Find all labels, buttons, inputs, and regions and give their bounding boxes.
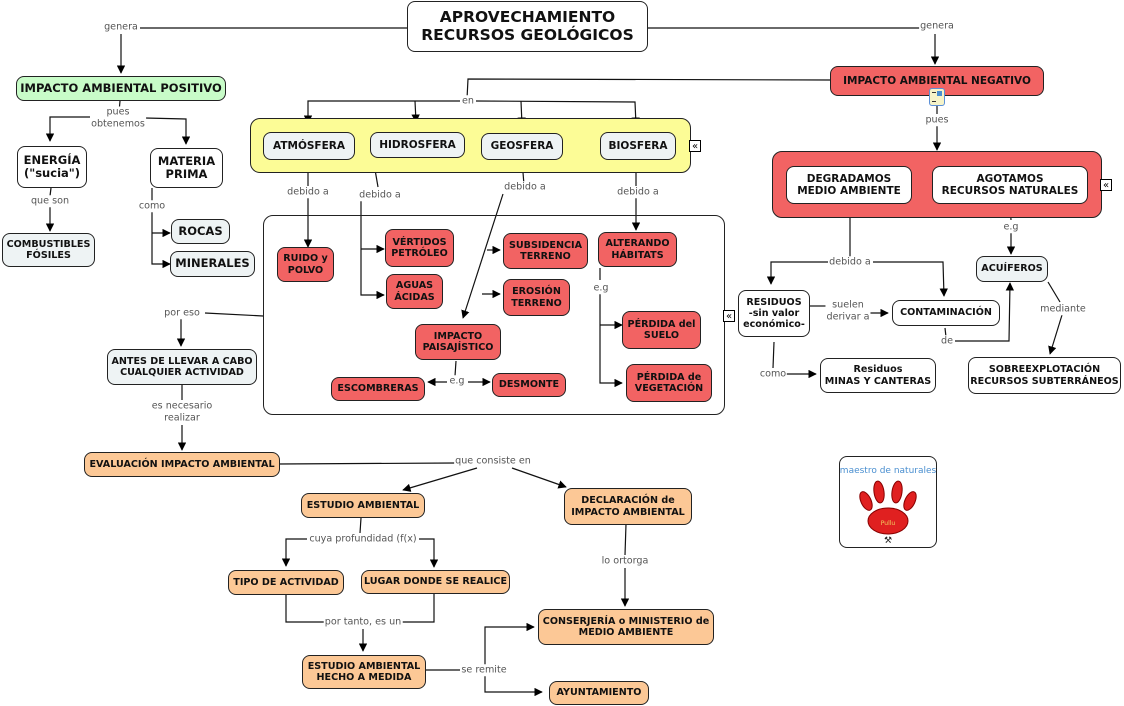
link-que-consiste: que consiste en <box>454 455 532 467</box>
link-en: en <box>461 95 475 107</box>
node-atmosfera[interactable]: ATMÓSFERA <box>263 132 355 160</box>
node-biosfera[interactable]: BIOSFERA <box>600 132 676 160</box>
link-pues-obtenemos: pues obtenemos <box>90 106 146 130</box>
node-minerales[interactable]: MINERALES <box>170 251 255 277</box>
node-vertidos[interactable]: VÉRTIDOS PETRÓLEO <box>385 229 454 267</box>
node-estudio-ambiental[interactable]: ESTUDIO AMBIENTAL <box>301 493 425 518</box>
node-impacto-negativo[interactable]: IMPACTO AMBIENTAL NEGATIVO <box>830 66 1044 96</box>
node-impacto-paisajistico[interactable]: IMPACTO PAISAJÍSTICO <box>415 324 501 360</box>
link-eg-habitats: e.g <box>592 282 610 294</box>
node-evaluacion[interactable]: EVALUACIÓN IMPACTO AMBIENTAL <box>84 452 280 477</box>
node-desmonte[interactable]: DESMONTE <box>492 373 566 397</box>
link-de: de <box>940 335 954 347</box>
link-debido-biosfera: debido a <box>616 186 660 198</box>
node-lugar[interactable]: LUGAR DONDE SE REALICE <box>361 570 510 594</box>
node-alterando-habitats[interactable]: ALTERANDO HÁBITATS <box>598 232 677 267</box>
link-como-materia: como <box>137 200 167 212</box>
node-residuos-minas[interactable]: Residuos MINAS Y CANTERAS <box>820 358 936 393</box>
logo-badge: Pullu <box>881 520 896 527</box>
node-energia[interactable]: ENERGÍA ("sucia") <box>17 146 87 188</box>
node-erosion[interactable]: EROSIÓN TERRENO <box>503 279 570 316</box>
link-que-son: que son <box>29 195 71 207</box>
link-debido-atmosfera: debido a <box>286 186 330 198</box>
link-debido-geosfera: debido a <box>503 181 547 193</box>
node-tipo-actividad[interactable]: TIPO DE ACTIVIDAD <box>228 570 344 595</box>
logo-caption: maestro de naturales <box>840 466 936 476</box>
node-perdida-suelo[interactable]: PÉRDIDA del SUELO <box>622 311 701 349</box>
link-genera-left: genera <box>103 21 139 33</box>
link-como-residuos: como <box>758 368 788 380</box>
node-rocas[interactable]: ROCAS <box>171 219 230 244</box>
link-por-tanto: por tanto, es un <box>323 616 403 628</box>
node-impacto-positivo[interactable]: IMPACTO AMBIENTAL POSITIVO <box>16 76 226 101</box>
node-estudio-medida[interactable]: ESTUDIO AMBIENTAL HECHO A MEDIDA <box>302 655 426 689</box>
node-combustibles[interactable]: COMBUSTIBLES FÓSILES <box>2 233 95 267</box>
maestro-de-naturales-logo: maestro de naturales Pullu ⚒ <box>839 456 937 548</box>
link-se-remite: se remite <box>460 664 508 676</box>
link-eg-agotamos: e.g <box>1002 221 1020 233</box>
node-aguas-acidas[interactable]: AGUAS ÁCIDAS <box>386 274 443 309</box>
node-sobreexplotacion[interactable]: SOBREEXPLOTACIÓN RECURSOS SUBTERRÁNEOS <box>968 357 1121 394</box>
node-conserjeria[interactable]: CONSERJERÍA o MINISTERIO de MEDIO AMBIEN… <box>538 609 714 645</box>
paw-logo-icon: maestro de naturales Pullu ⚒ <box>840 466 937 546</box>
node-contaminacion[interactable]: CONTAMINACIÓN <box>892 300 1000 326</box>
attached-document-icon[interactable] <box>929 88 945 106</box>
node-materia-prima[interactable]: MATERIA PRIMA <box>150 148 223 188</box>
node-subsidencia[interactable]: SUBSIDENCIA TERRENO <box>503 233 588 269</box>
link-genera-right: genera <box>919 20 955 32</box>
link-debido-degradamos: debido a <box>828 256 872 268</box>
link-es-necesario: es necesario realizar <box>150 400 214 424</box>
collapse-spheres-icon[interactable]: « <box>689 140 701 152</box>
node-ayuntamiento[interactable]: AYUNTAMIENTO <box>549 681 649 705</box>
node-perdida-vegetacion[interactable]: PÉRDIDA de VEGETACIÓN <box>626 364 712 402</box>
node-agotamos[interactable]: AGOTAMOS RECURSOS NATURALES <box>932 166 1088 204</box>
link-mediante: mediante <box>1039 303 1087 315</box>
link-por-eso: por eso <box>163 307 201 319</box>
link-eg-paisaje: e.g <box>448 375 466 387</box>
node-escombreras[interactable]: ESCOMBRERAS <box>331 377 425 401</box>
link-pues: pues <box>924 114 950 126</box>
node-residuos[interactable]: RESIDUOS -sin valor económico- <box>738 290 810 337</box>
main-title-node[interactable]: APROVECHAMIENTO RECURSOS GEOLÓGICOS <box>407 1 648 52</box>
link-lo-ortorga: lo ortorga <box>600 555 650 567</box>
collapse-impacts-icon[interactable]: « <box>723 310 735 322</box>
node-geosfera[interactable]: GEOSFERA <box>481 133 563 160</box>
collapse-negative-icon[interactable]: « <box>1100 179 1112 191</box>
node-antes-actividad[interactable]: ANTES DE LLEVAR A CABO CUALQUIER ACTIVID… <box>107 349 257 385</box>
pickaxe-icon: ⚒ <box>884 536 892 546</box>
node-hidrosfera[interactable]: HIDROSFERA <box>370 132 465 158</box>
node-acuiferos[interactable]: ACUÍFEROS <box>976 256 1048 282</box>
link-cuya-profundidad: cuya profundidad (f(x) <box>308 533 418 545</box>
link-debido-hidrosfera: debido a <box>358 189 402 201</box>
node-degradamos[interactable]: DEGRADAMOS MEDIO AMBIENTE <box>786 166 912 204</box>
link-suelen-derivar: suelen derivar a <box>825 299 871 323</box>
node-declaracion[interactable]: DECLARACIÓN de IMPACTO AMBIENTAL <box>564 488 692 525</box>
node-ruido-polvo[interactable]: RUIDO y POLVO <box>277 247 334 282</box>
